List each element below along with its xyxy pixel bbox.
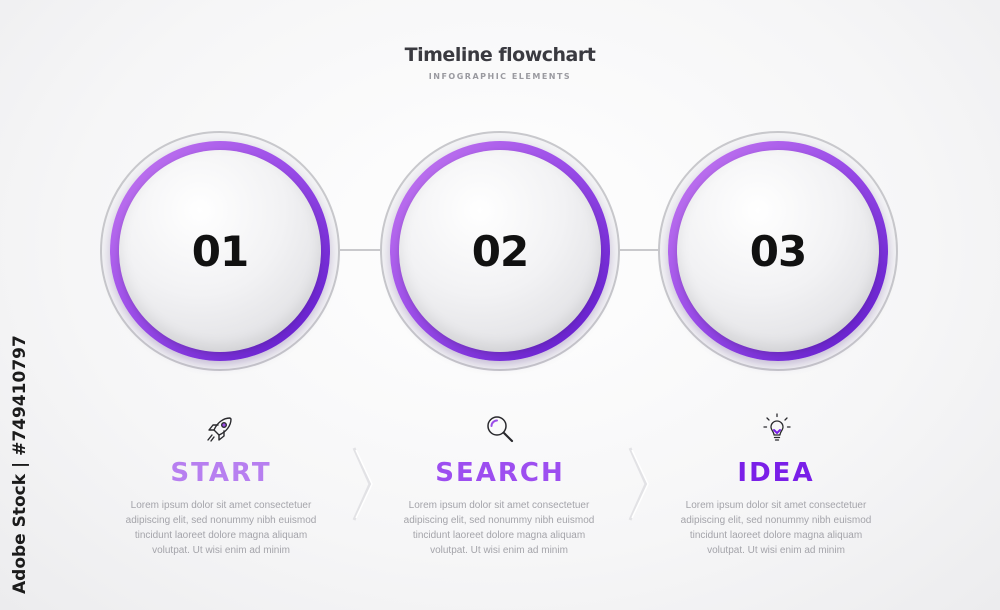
step-number: 02 xyxy=(471,226,529,276)
chevron-right-icon xyxy=(350,446,374,522)
connector-line xyxy=(618,249,660,251)
step-circle-03: 03 xyxy=(658,131,898,371)
step-label-start: START xyxy=(170,458,272,488)
stock-watermark: Adobe Stock | #749410797 xyxy=(6,335,34,598)
lightbulb-icon xyxy=(760,412,794,446)
magnifier-icon xyxy=(483,412,517,446)
page-subtitle: INFOGRAPHIC ELEMENTS xyxy=(428,72,572,81)
page-title: Timeline flowchart xyxy=(404,44,596,66)
connector-line xyxy=(340,249,382,251)
step-number: 03 xyxy=(749,226,807,276)
step-circle-02: 02 xyxy=(380,131,620,371)
step-number: 01 xyxy=(191,226,249,276)
step-description: Lorem ipsum dolor sit amet consectetuer … xyxy=(125,500,317,556)
step-description: Lorem ipsum dolor sit amet consectetuer … xyxy=(680,500,872,556)
chevron-right-icon xyxy=(626,446,650,522)
step-label-idea: IDEA xyxy=(737,458,815,488)
rocket-icon xyxy=(203,412,237,446)
step-label-search: SEARCH xyxy=(435,458,565,488)
inner-disc xyxy=(119,150,321,352)
inner-disc xyxy=(677,150,879,352)
inner-disc xyxy=(399,150,601,352)
step-circle-01: 01 xyxy=(100,131,340,371)
step-description: Lorem ipsum dolor sit amet consectetuer … xyxy=(403,500,595,556)
watermark-text: Adobe Stock | #749410797 xyxy=(10,335,30,594)
header: Timeline flowchart INFOGRAPHIC ELEMENTS xyxy=(0,44,1000,81)
